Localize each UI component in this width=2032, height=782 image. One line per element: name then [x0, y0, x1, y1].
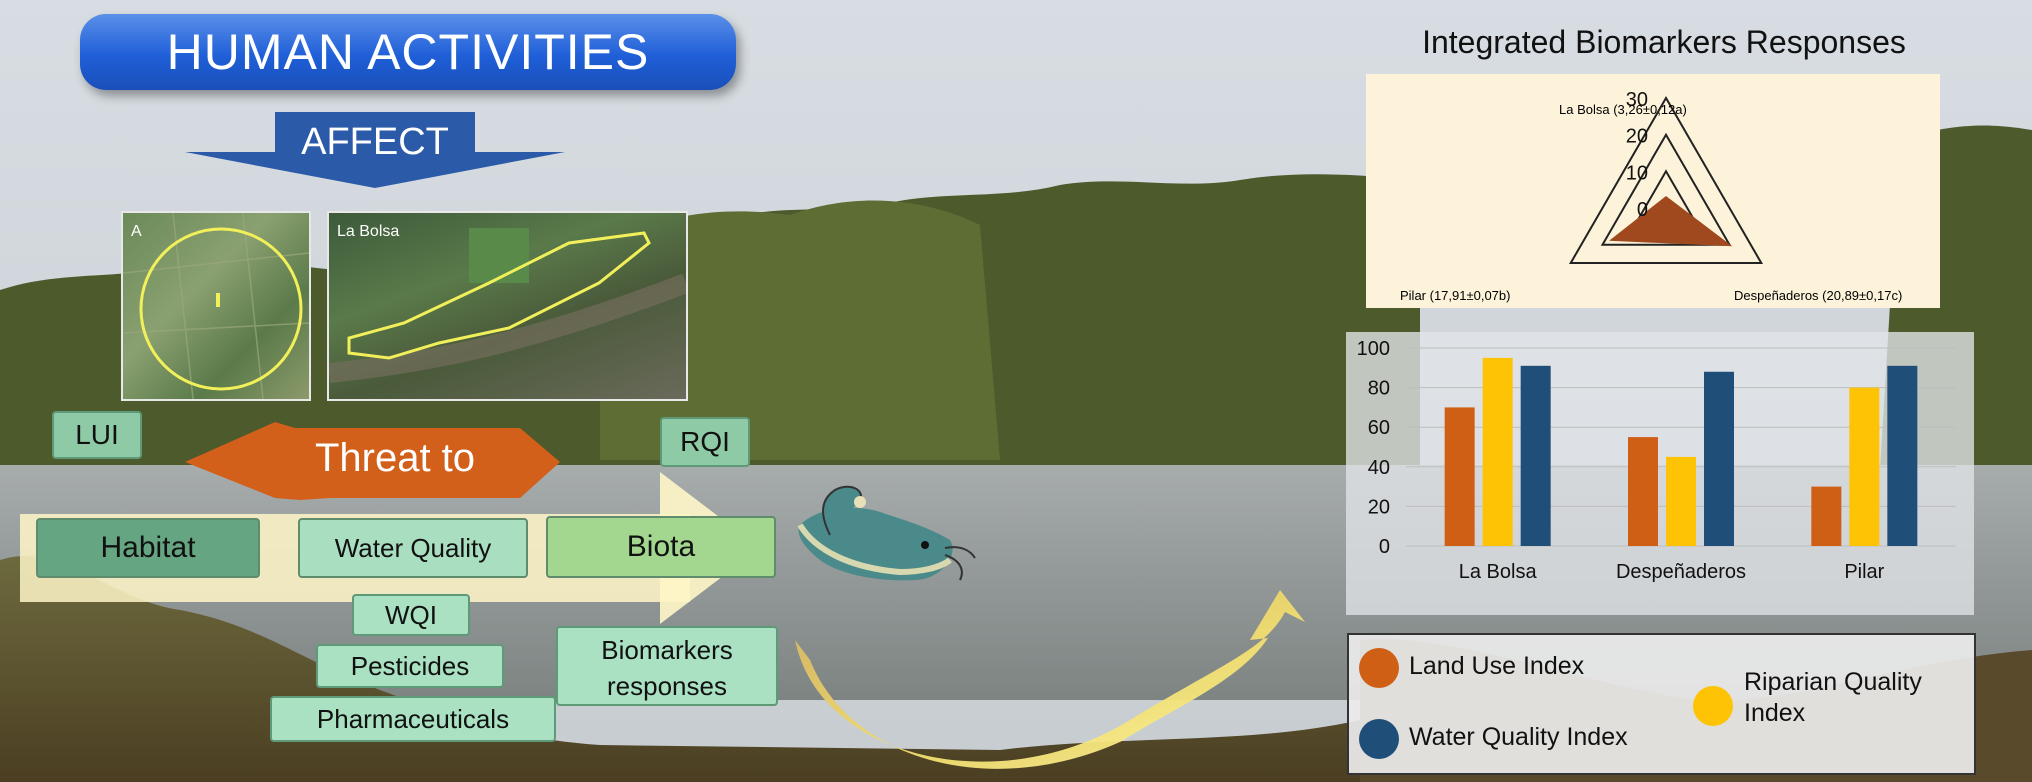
legend-swatch-land-use — [1359, 648, 1399, 688]
bar-riparian-quality-index — [1482, 357, 1513, 546]
pesticides-tag: Pesticides — [316, 644, 504, 688]
bar-ytick-label: 20 — [1368, 496, 1390, 518]
radar-tick-label: 20 — [1626, 126, 1648, 148]
catfish-icon — [797, 485, 976, 581]
bar-land-use-index — [1444, 407, 1475, 546]
bar-riparian-quality-index — [1666, 456, 1696, 546]
map-b-label: La Bolsa — [337, 223, 400, 240]
bar-land-use-index — [1811, 486, 1842, 546]
legend-swatch-riparian — [1693, 686, 1733, 726]
radar-ring — [1568, 96, 1764, 264]
lui-tag: LUI — [52, 411, 142, 459]
radar-label-la-bolsa: La Bolsa (3,26±0,12a) — [1559, 102, 1687, 117]
bar-category-label: La Bolsa — [1459, 561, 1538, 583]
radar-tick-label: 30 — [1626, 89, 1648, 111]
satellite-map-a: A — [121, 211, 311, 401]
radar-chart-panel: 30 20 10 0 La Bolsa (3,26±0,12a) Pilar (17,… — [1366, 74, 1940, 308]
satellite-map-la-bolsa: La Bolsa — [327, 211, 688, 401]
chart-legend: Land Use Index Water Quality Index Ripar… — [1347, 633, 1976, 775]
bar-chart: 0 20 40 60 80 100 La Bolsa Despeñaderos Pilar — [1357, 338, 1956, 583]
bar-ytick-label: 80 — [1368, 378, 1390, 400]
radar-label-despenaderos: Despeñaderos (20,89±0,17c) — [1734, 288, 1903, 303]
bar-water-quality-index — [1704, 371, 1734, 546]
bar-ytick-label: 0 — [1379, 536, 1390, 558]
bar-ytick-label: 100 — [1357, 338, 1390, 360]
water-quality-box: Water Quality — [298, 518, 528, 578]
biomarkers-responses-tag: Biomarkers responses — [556, 626, 778, 706]
threat-to-label: Threat to — [314, 436, 476, 480]
radar-tick-label: 0 — [1637, 199, 1648, 221]
radar-ring — [1600, 132, 1732, 246]
affect-label: AFFECT — [301, 121, 449, 163]
human-activities-title: HUMAN ACTIVITIES — [80, 14, 736, 90]
legend-swatch-water-quality — [1359, 719, 1399, 759]
radar-label-pilar: Pilar (17,91±0,07b) — [1400, 288, 1511, 303]
bar-land-use-index — [1628, 437, 1658, 546]
legend-water-quality: Water Quality Index — [1409, 723, 1628, 751]
bar-category-label: Despeñaderos — [1616, 561, 1746, 583]
biomarkers-line-1: Biomarkers — [601, 635, 733, 665]
bar-chart-panel: 0 20 40 60 80 100 La Bolsa Despeñaderos Pilar — [1346, 332, 1974, 615]
legend-riparian-1: Riparian Quality — [1744, 668, 1922, 696]
bar-riparian-quality-index — [1849, 387, 1880, 546]
biomarkers-line-2: responses — [607, 671, 727, 701]
radar-series-area — [1609, 196, 1733, 247]
affect-arrow — [185, 112, 565, 188]
legend-riparian-2: Index — [1744, 699, 1806, 727]
radar-title: Integrated Biomarkers Responses — [1422, 24, 1906, 60]
radar-tick-label: 10 — [1626, 162, 1648, 184]
bar-category-label: Pilar — [1844, 561, 1884, 583]
habitat-box: Habitat — [36, 518, 260, 578]
biota-box: Biota — [546, 516, 776, 578]
rqi-tag: RQI — [660, 417, 750, 467]
bar-water-quality-index — [1520, 365, 1551, 546]
wqi-tag: WQI — [352, 594, 470, 636]
bar-ytick-label: 60 — [1368, 417, 1390, 439]
pharmaceuticals-tag: Pharmaceuticals — [270, 696, 556, 742]
legend-land-use: Land Use Index — [1409, 652, 1585, 680]
map-a-label: A — [131, 223, 142, 240]
bar-ytick-label: 40 — [1368, 457, 1390, 479]
bar-water-quality-index — [1887, 365, 1918, 546]
